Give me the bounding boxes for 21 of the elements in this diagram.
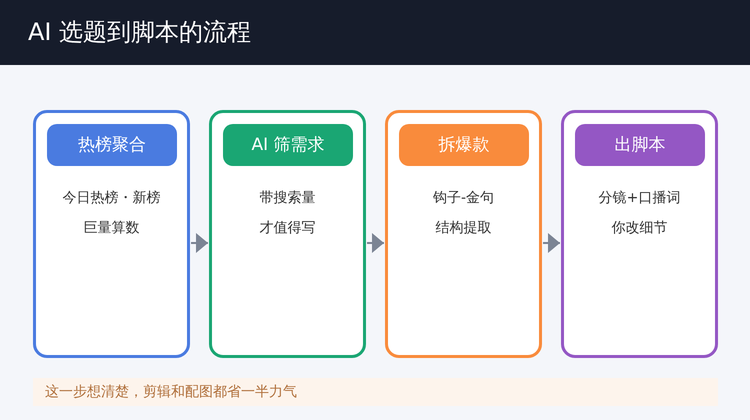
step-heading: 热榜聚合 (47, 124, 177, 166)
step-text: 你改细节 (610, 219, 668, 238)
step-heading: 出脚本 (575, 124, 705, 166)
arrow (367, 233, 384, 253)
arrow (191, 233, 208, 253)
step-text: 才值得写 (258, 219, 316, 238)
step-heading: 拆爆款 (399, 124, 529, 166)
step-text: 带搜索量 (258, 189, 316, 208)
step-text: 巨量算数 (82, 219, 140, 238)
arrow (543, 233, 560, 253)
step-text: 钩子-金句 (432, 189, 496, 208)
step-card (385, 110, 542, 358)
step-card (33, 110, 190, 358)
step-text: 结构提取 (434, 219, 492, 238)
step-text: 今日热榜・新榜 (62, 189, 162, 208)
note-text: 这一步想清楚，剪辑和配图都省一半力气 (45, 383, 297, 402)
step-card (209, 110, 366, 358)
title: AI 选题到脚本的流程 (28, 17, 252, 48)
step-heading: AI 筛需求 (223, 124, 353, 166)
step-text: 分镜+口播词 (598, 189, 682, 208)
step-card (561, 110, 718, 358)
